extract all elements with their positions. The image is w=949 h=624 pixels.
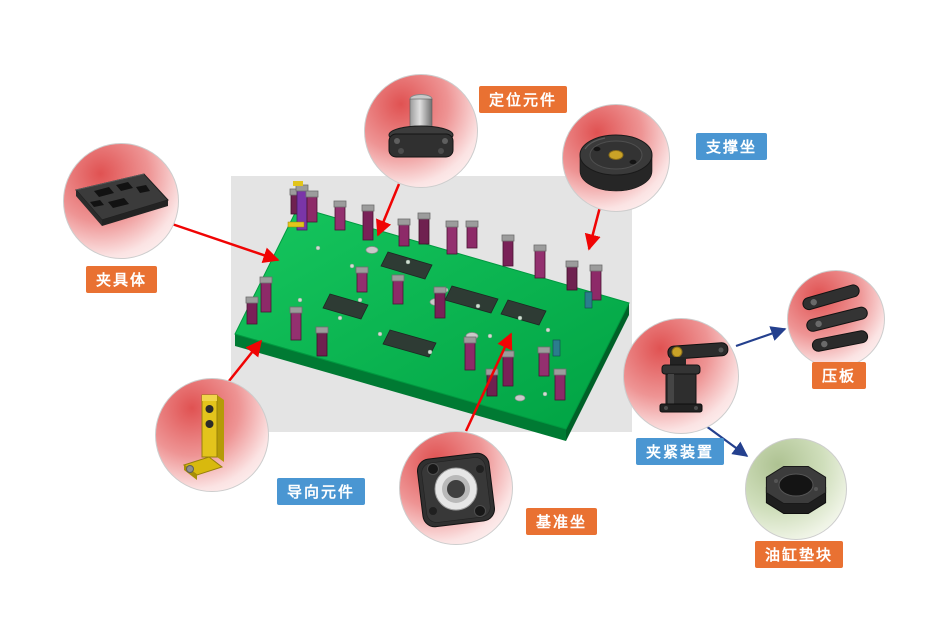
arrow-datum-seat [464,332,513,432]
label-support-seat: 支撑坐 [696,133,768,160]
plate-cutouts [322,251,547,358]
clamp-towers [245,181,603,401]
label-fixture-body: 夹具体 [86,266,158,293]
label-pressure-plate: 压板 [812,362,867,389]
label-datum-seat: 基准坐 [526,508,598,535]
callout-datum-seat [399,431,513,545]
arrow-guide-element [228,339,263,382]
callout-fixture-body [63,143,179,259]
label-guide-element: 导向元件 [277,478,366,505]
guide-element-part-image [182,394,224,480]
support-seat-part-image [579,134,653,192]
positioning-element-part-image [388,94,454,158]
fixture-plate [234,181,630,441]
callout-cylinder-pad [745,438,847,540]
callout-clamping-device [623,318,739,434]
arrow-fixture-body [171,222,280,263]
arrow-to-cylinder-pad [705,425,749,457]
leader-arrows [171,183,787,457]
arrow-to-pressure-plate [735,326,787,348]
fixture-body-part-image [75,173,169,226]
label-cylinder-pad: 油缸垫块 [755,541,844,568]
callout-pressure-plate [787,270,885,368]
callout-support-seat [562,104,670,212]
arrow-support-seat [584,206,602,251]
label-positioning-element: 定位元件 [479,86,568,113]
callout-guide-element [155,378,269,492]
cylinder-pad-part-image [765,466,827,514]
datum-seat-part-image [416,452,496,528]
callout-positioning-element [364,74,478,188]
arrow-positioning-element [376,183,401,237]
label-clamping-device: 夹紧装置 [636,438,725,465]
clamping-device-part-image [659,342,729,413]
pressure-plate-part-image [802,284,869,352]
